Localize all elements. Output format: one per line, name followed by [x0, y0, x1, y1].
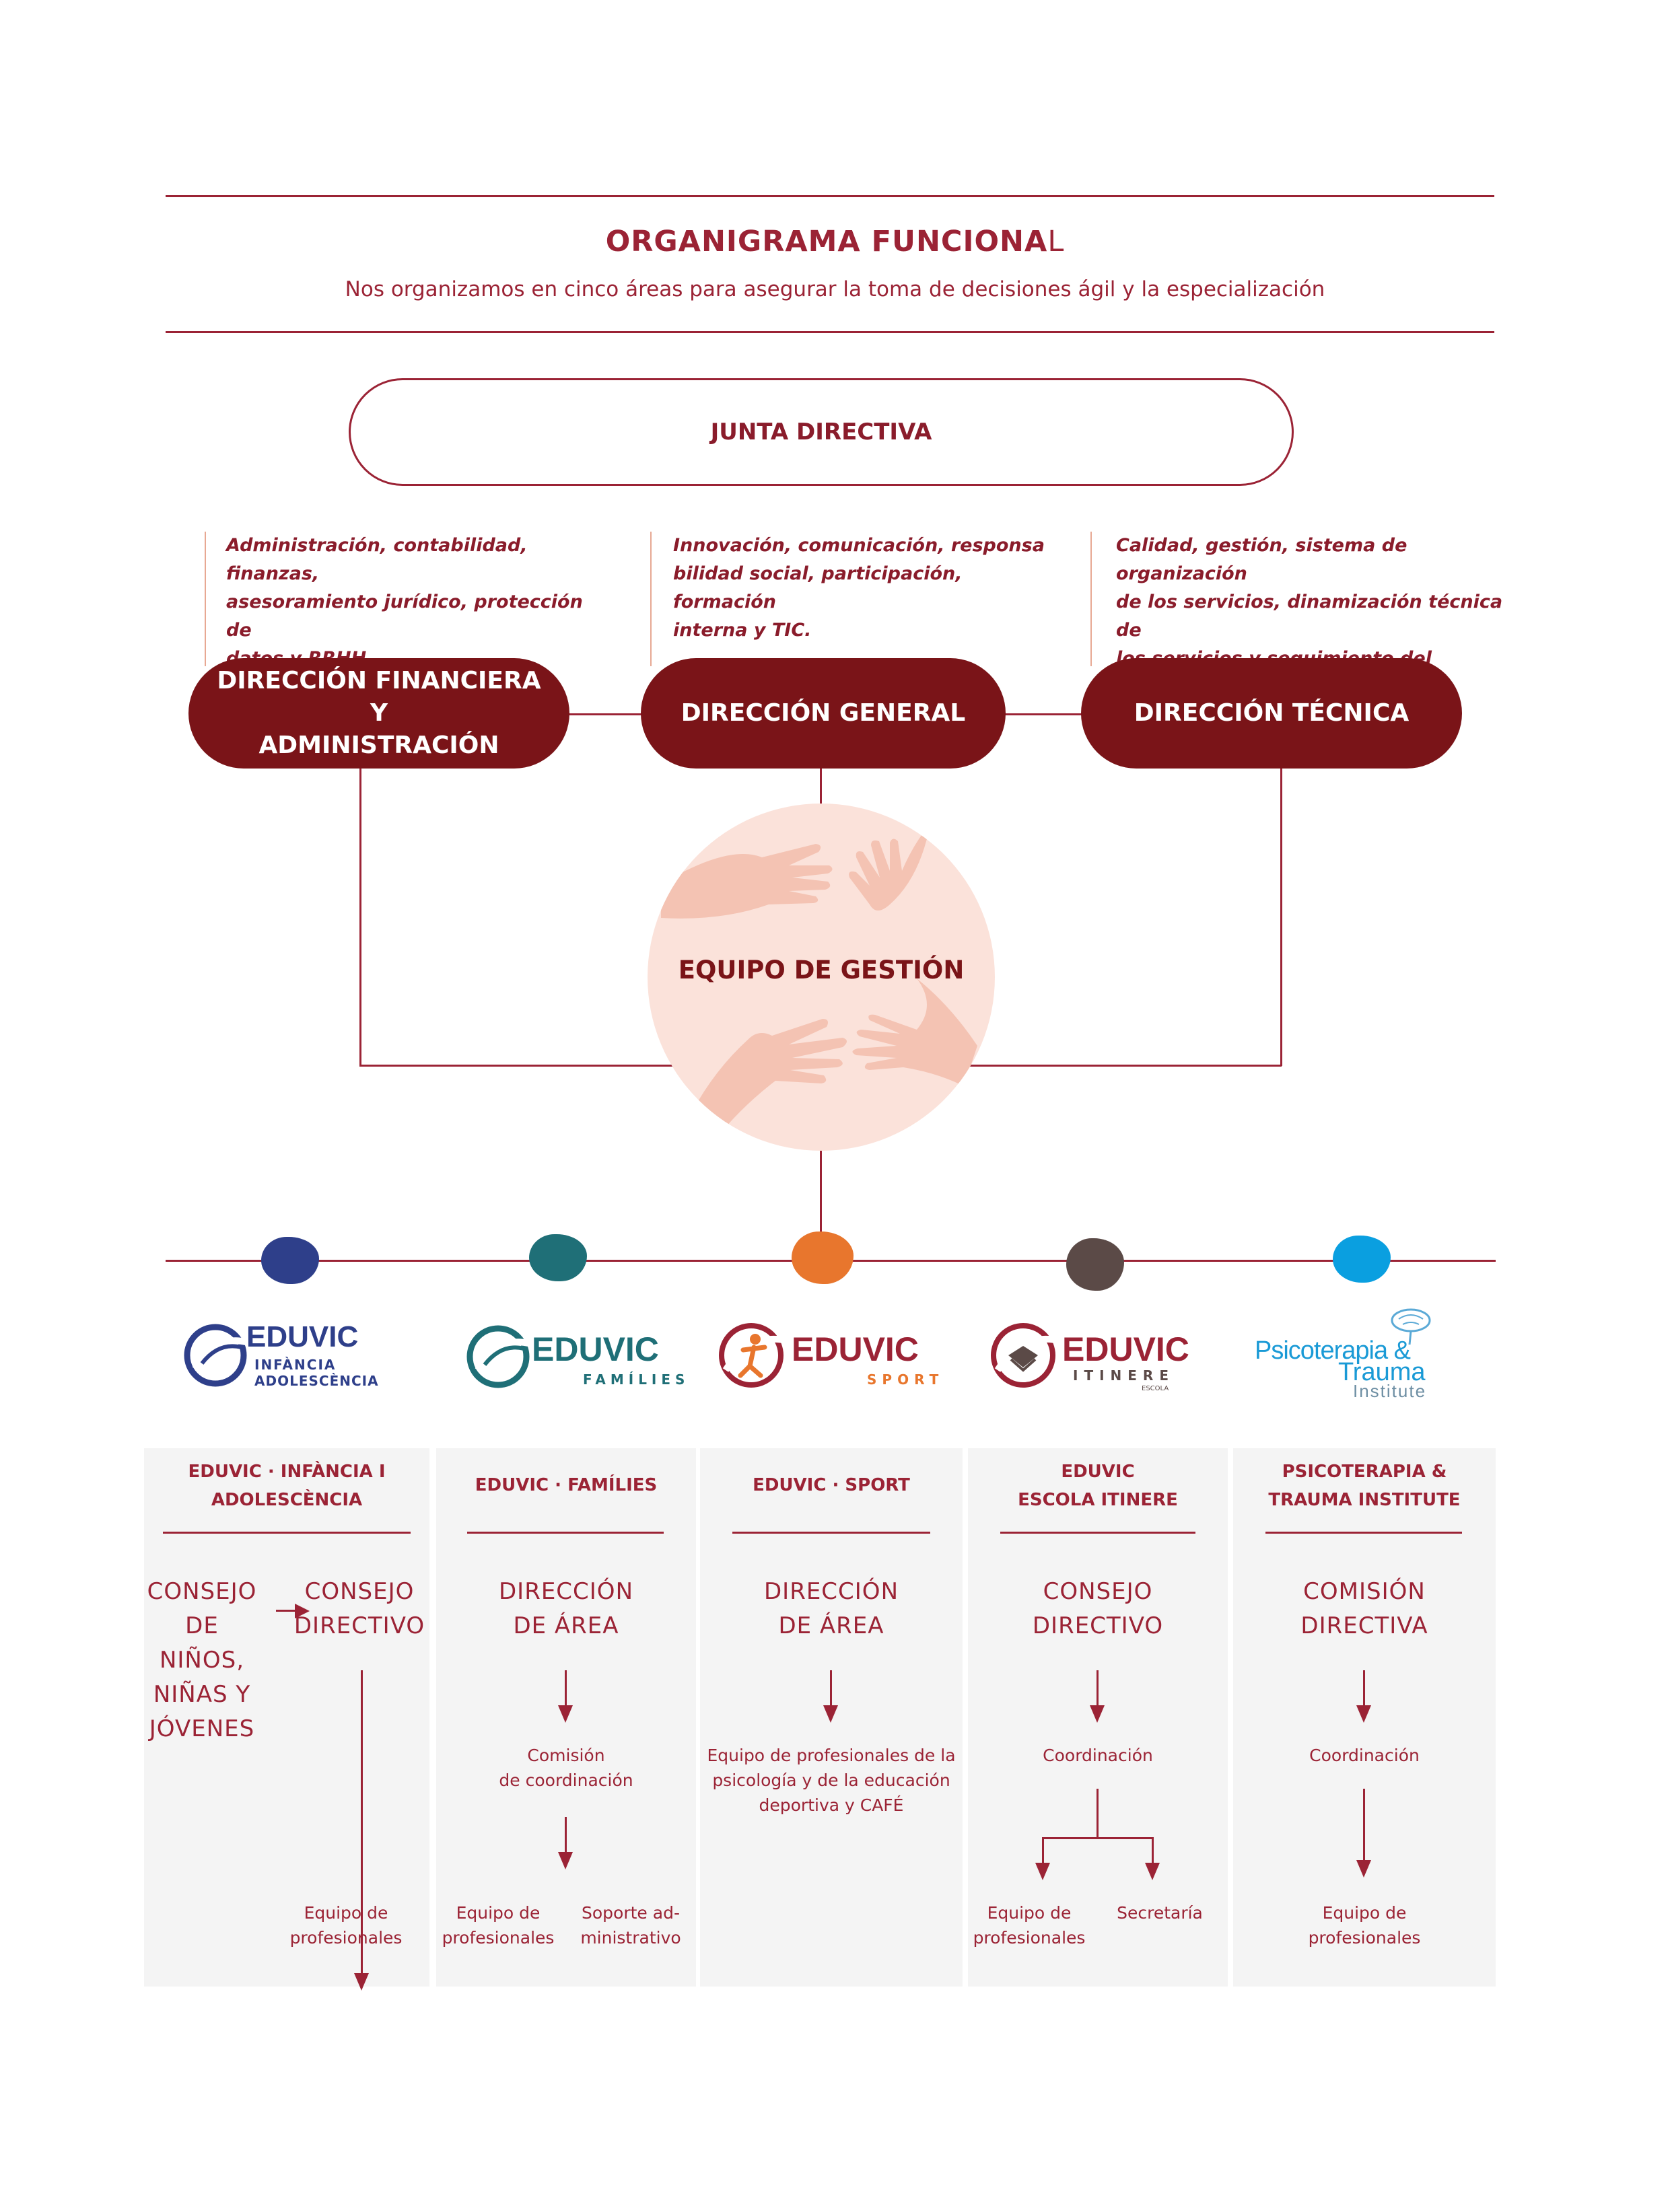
sport-runner-icon — [719, 1323, 788, 1388]
blob-psico — [1333, 1236, 1391, 1283]
eduvic-swirl-icon — [466, 1325, 530, 1388]
logo-eduvic-itinere: EDUVIC ITINERE ESCOLA — [988, 1319, 1190, 1393]
arrow-coord-equipo — [1363, 1789, 1365, 1864]
line-tec-down — [1280, 769, 1282, 1066]
line-fin-down — [359, 769, 361, 1066]
connector-gen-tec — [1003, 713, 1084, 715]
blob-families — [529, 1234, 587, 1281]
line-tec-across — [963, 1065, 1282, 1067]
equipo-gestion-label: EQUIPO DE GESTIÓN — [678, 956, 965, 985]
equipo-gestion-circle — [648, 804, 995, 1151]
column-rule — [163, 1532, 411, 1534]
arrow-head-down — [1145, 1863, 1160, 1880]
line-circle-down — [820, 1148, 822, 1262]
book-icon — [991, 1323, 1059, 1388]
arrow-head-down — [1356, 1705, 1371, 1723]
arrow-directivo-equipo — [361, 1670, 363, 1983]
column-rule — [467, 1532, 664, 1534]
soporte-administrativo-label: Soporte ad-ministrativo — [580, 1903, 681, 1948]
logo-eduvic-infancia: EDUVIC INFÀNCIA ADOLESCÈNCIA — [182, 1319, 378, 1393]
desc-bar-financiera — [205, 532, 206, 666]
arrow-ninos-to-directivo — [276, 1610, 296, 1612]
arrow-head-down — [1035, 1863, 1050, 1880]
column-title-sport: EDUVIC · SPORT — [753, 1475, 910, 1495]
split-bar — [1042, 1837, 1154, 1839]
line-fin-across — [359, 1065, 676, 1067]
arrow-head-down — [823, 1705, 838, 1723]
blob-itinere — [1066, 1238, 1124, 1291]
logo-psicoterapia-trauma: Psicoterapia & Trauma Institute — [1252, 1306, 1454, 1406]
column-rule — [732, 1532, 930, 1534]
junta-directiva-box: JUNTA DIRECTIVA — [349, 378, 1294, 486]
arrow-coord-split — [1097, 1789, 1099, 1839]
line-gen-down — [820, 769, 822, 809]
header-bottom-rule — [166, 331, 1494, 333]
column-title-families: EDUVIC · FAMÍLIES — [475, 1475, 658, 1495]
column-rule — [1000, 1532, 1195, 1534]
brain-icon — [1391, 1308, 1431, 1345]
coordinacion-label: Coordinación — [1043, 1746, 1153, 1765]
arrow-comision-coord — [1363, 1670, 1365, 1709]
column-title-psico: PSICOTERAPIA &TRAUMA INSTITUTE — [1268, 1462, 1461, 1510]
blob-infancia — [261, 1237, 319, 1284]
header-top-rule — [166, 195, 1494, 197]
arrow-comision-down — [565, 1817, 567, 1856]
logo-eduvic-sport: EDUVIC SPORT — [716, 1319, 938, 1393]
arrow-direccion-equipo — [830, 1670, 832, 1709]
connector-fin-gen — [565, 713, 646, 715]
column-rule — [1265, 1532, 1462, 1534]
arrow-head-right — [295, 1604, 310, 1618]
secretaria-label: Secretaría — [1117, 1903, 1203, 1923]
arrow-consejo-coord — [1097, 1670, 1099, 1709]
arrow-head-down — [558, 1852, 573, 1869]
coordinacion-label: Coordinación — [1309, 1746, 1420, 1765]
desc-financiera: Administración, contabilidad, finanzas,a… — [226, 535, 583, 669]
direccion-tecnica-pill: DIRECCIÓN TÉCNICA — [1081, 658, 1462, 769]
arrow-head-down — [354, 1973, 369, 1991]
hands-illustration-icon — [661, 824, 977, 1140]
page-title: ORGANIGRAMA FUNCIONAL — [605, 225, 1065, 258]
direccion-general-pill: DIRECCIÓN GENERAL — [641, 658, 1006, 769]
blob-sport — [792, 1232, 854, 1284]
page-subtitle: Nos organizamos en cinco áreas para aseg… — [345, 277, 1325, 301]
arrow-head-down — [1090, 1705, 1105, 1723]
logo-eduvic-families: EDUVIC FAMÍLIES — [464, 1320, 685, 1394]
desc-bar-general — [650, 532, 652, 666]
arrow-direccion-comision — [565, 1670, 567, 1709]
arrow-split-right — [1152, 1837, 1154, 1867]
eduvic-swirl-icon — [184, 1324, 247, 1387]
arrow-split-left — [1042, 1837, 1044, 1867]
arrow-head-down — [1356, 1860, 1371, 1878]
arrow-head-down — [558, 1705, 573, 1723]
desc-bar-tecnica — [1090, 532, 1092, 666]
